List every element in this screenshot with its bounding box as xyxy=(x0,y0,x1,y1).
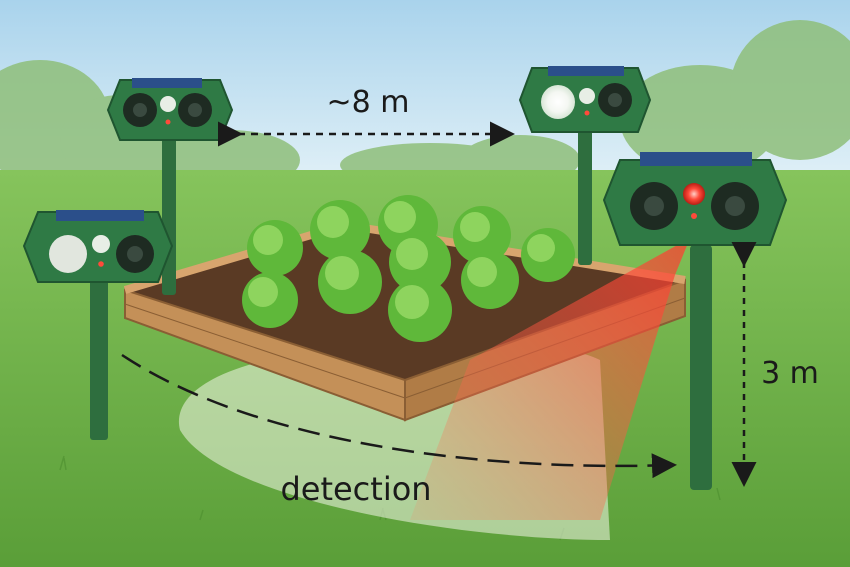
detection-arrow xyxy=(121,353,677,479)
repeller-front-left xyxy=(22,210,174,440)
lettuce-icon xyxy=(247,220,303,276)
lettuce-icon xyxy=(310,200,370,260)
lettuce-plants xyxy=(242,195,575,342)
detection-beam xyxy=(410,238,690,520)
detection-label: detection xyxy=(280,470,431,508)
lettuce-icon xyxy=(521,228,575,282)
lettuce-icon xyxy=(388,278,452,342)
repeller-back-right xyxy=(518,66,652,265)
lettuce-icon xyxy=(461,251,519,309)
lettuce-icon xyxy=(389,231,451,293)
spacing-label: ~8 m xyxy=(327,85,410,120)
height-label: 3 m xyxy=(761,356,819,391)
repeller-front-right xyxy=(602,152,788,490)
lettuce-icon xyxy=(318,250,382,314)
lettuce-icon xyxy=(242,272,298,328)
lettuce-icon xyxy=(453,206,511,264)
